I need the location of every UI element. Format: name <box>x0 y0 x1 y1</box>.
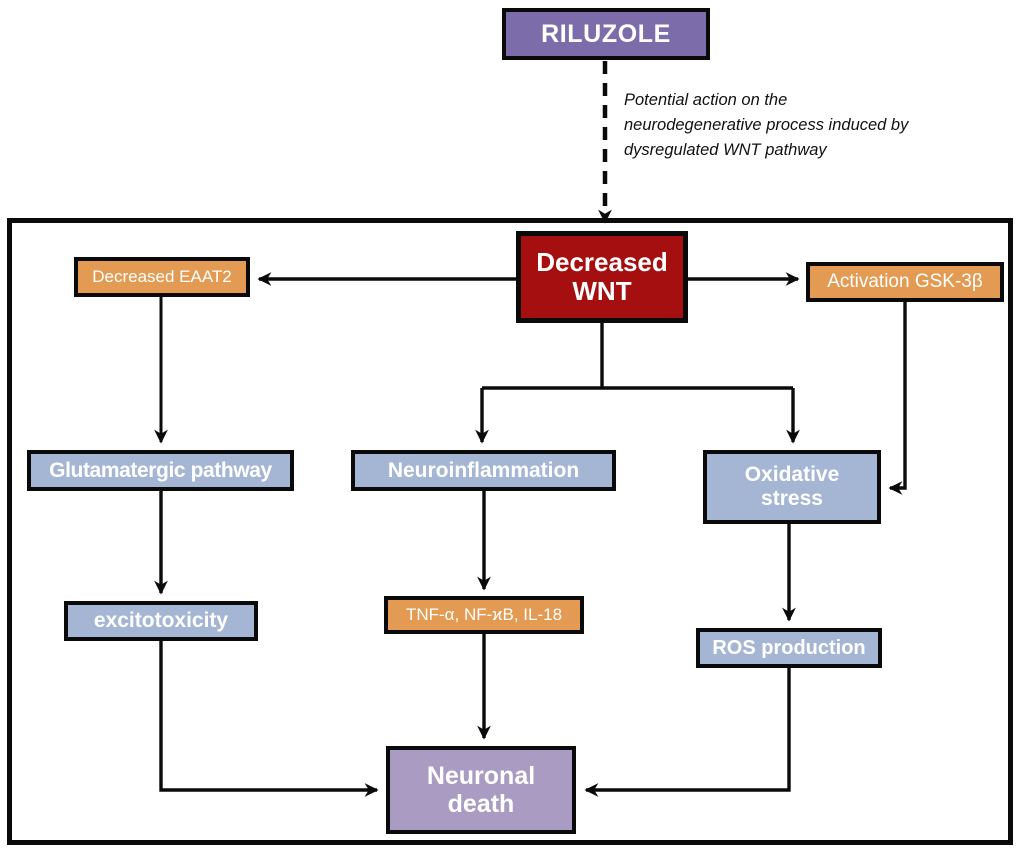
node-decreased-eaat2[interactable]: Decreased EAAT2 <box>74 257 250 297</box>
node-excitotoxicity[interactable]: excitotoxicity <box>64 601 258 641</box>
node-decreased-wnt[interactable]: Decreased WNT <box>516 231 688 323</box>
node-glutamatergic-pathway[interactable]: Glutamatergic pathway <box>27 450 294 491</box>
node-oxidative-stress[interactable]: Oxidative stress <box>703 450 881 524</box>
edge-label-potential-action: Potential action on the neurodegenerativ… <box>624 91 909 160</box>
node-neuroinflammation[interactable]: Neuroinflammation <box>351 450 616 491</box>
node-neuronal-death[interactable]: Neuronal death <box>386 746 576 834</box>
node-cytokines[interactable]: TNF-α, NF-ϰB, IL-18 <box>384 596 584 634</box>
node-activation-gsk3b[interactable]: Activation GSK-3β <box>806 262 1004 302</box>
pathway-container-frame <box>7 218 1013 845</box>
node-ros-production[interactable]: ROS production <box>696 628 882 668</box>
node-riluzole[interactable]: RILUZOLE <box>502 8 710 60</box>
